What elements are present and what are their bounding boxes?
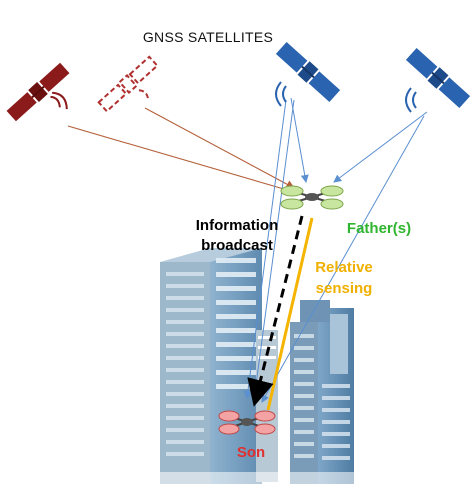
satellite-blue-icon [275,41,341,103]
relative-sensing-line [266,217,314,411]
information-broadcast-arrow [247,215,304,407]
information-broadcast-label-line1: Information [196,217,279,234]
relative-sensing-label-line2: sensing [316,280,373,297]
signal-lines-red [67,107,296,195]
son-label: Son [237,444,265,461]
buildings [150,248,370,493]
diagram-title: GNSS SATELLITES [143,29,273,45]
drone-father-icon [280,185,344,210]
satellite-red-icon [6,62,70,122]
relative-sensing-label-line1: Relative [315,259,373,276]
information-broadcast-label-line2: broadcast [201,237,273,254]
drone-son-icon [218,410,276,435]
building-left [160,248,262,484]
satellite-blue-icon [405,47,471,109]
building-right [290,300,354,484]
father-label: Father(s) [347,220,411,237]
signal-lines-blue [243,97,428,403]
